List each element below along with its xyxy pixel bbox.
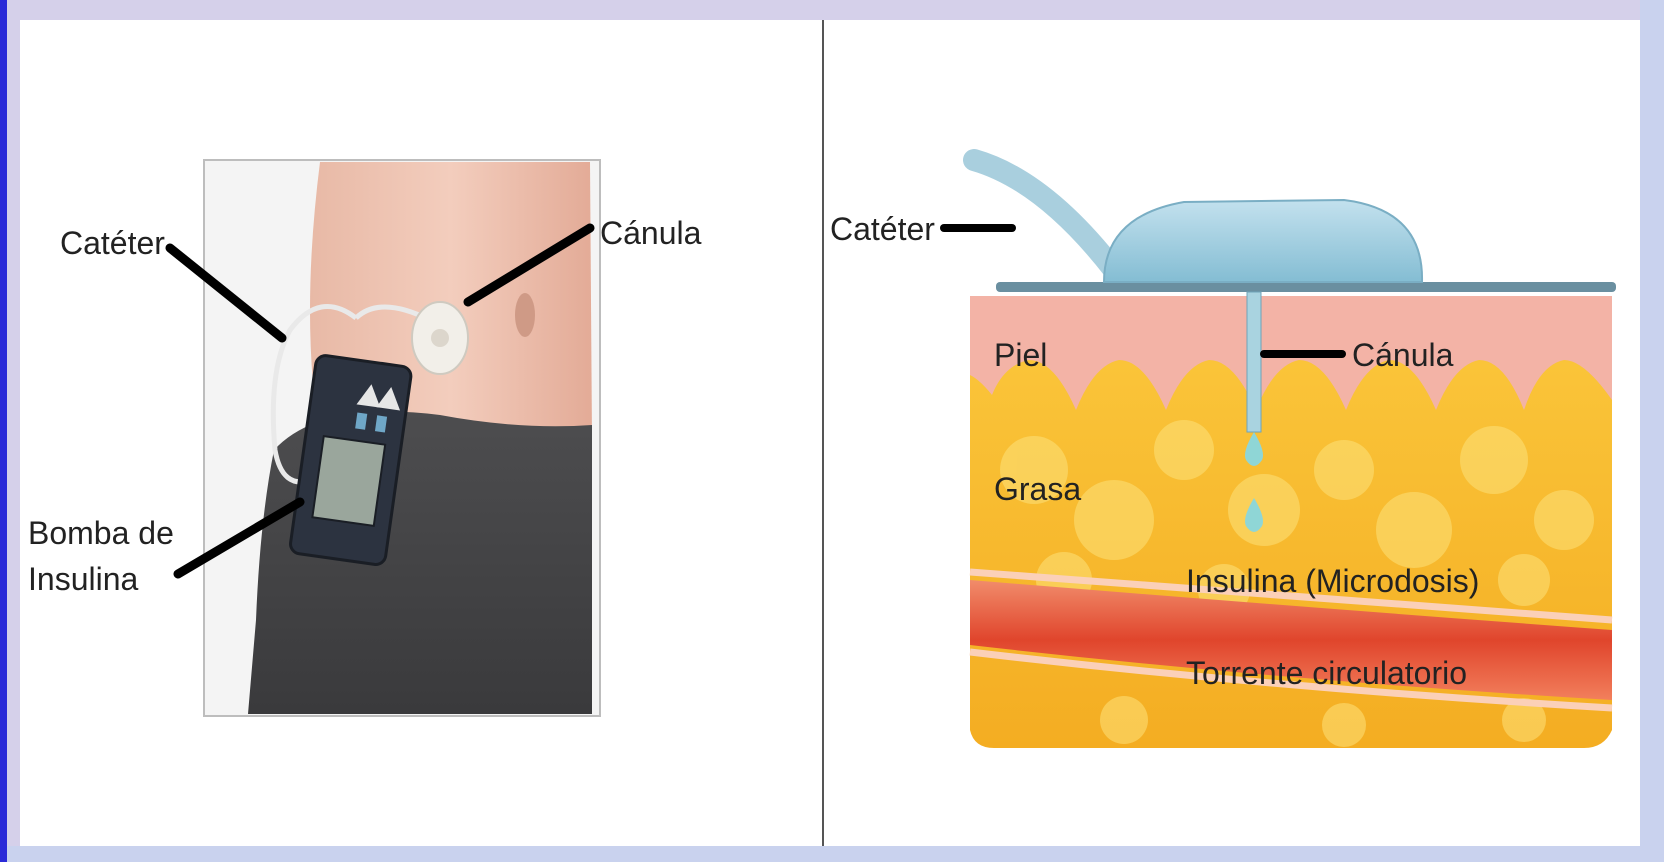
label-grasa: Grasa (994, 471, 1081, 507)
label-canula: Cánula (1352, 337, 1454, 373)
top-band (7, 0, 1640, 20)
label-bomba-line1: Bomba de (28, 515, 174, 551)
infusion-pod (1104, 200, 1422, 282)
label-cateter: Catéter (60, 225, 165, 261)
bottom-band (7, 846, 1640, 862)
pants (248, 412, 592, 714)
right-edge-bar (1640, 0, 1664, 862)
skin-cross-section-diagram: Catéter Cánula Piel Grasa Insulina (Micr… (824, 20, 1640, 846)
label-insulina: Insulina (Microdosis) (1186, 563, 1479, 599)
label-torrente: Torrente circulatorio (1186, 655, 1467, 691)
label-canula: Cánula (600, 215, 702, 251)
insulin-pump-photo-panel: Catéter Cánula Bomba de Insulina (20, 20, 822, 846)
cannula-needle (1247, 292, 1261, 432)
navel (515, 293, 535, 337)
label-bomba-line2: Insulina (28, 561, 139, 597)
left-edge-bar (0, 0, 7, 862)
label-cateter: Catéter (830, 211, 935, 247)
label-piel: Piel (994, 337, 1047, 373)
skin-cross-section-panel: Catéter Cánula Piel Grasa Insulina (Micr… (824, 20, 1640, 846)
insulin-pump-photo-illustration: Catéter Cánula Bomba de Insulina (20, 20, 822, 846)
pump-base-plate (996, 282, 1616, 292)
pump-screen (312, 436, 385, 526)
